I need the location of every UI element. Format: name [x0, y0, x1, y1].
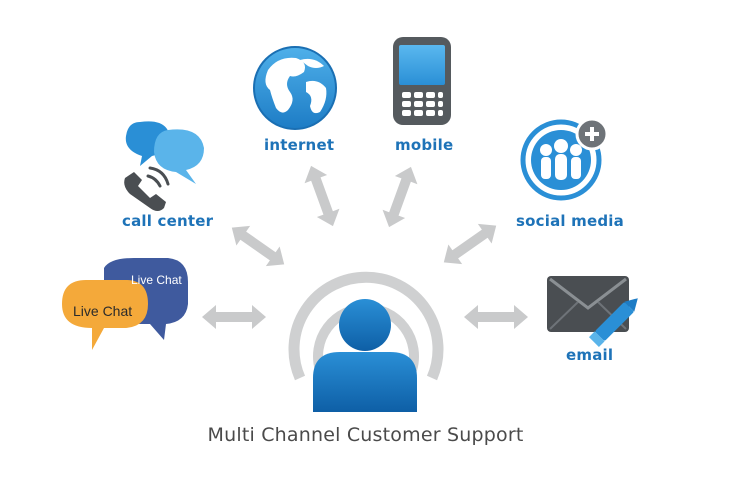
label-social-media: social media	[516, 212, 624, 230]
live-chat-icon	[62, 258, 188, 350]
diagram-caption: Multi Channel Customer Support	[207, 424, 524, 446]
social-media-icon	[520, 117, 609, 201]
live-chat-bubble-front	[62, 280, 148, 350]
globe-icon	[253, 46, 337, 130]
label-internet: internet	[264, 136, 335, 154]
call-center-icon	[124, 121, 204, 211]
arrow-call-center	[231, 225, 285, 267]
arrow-mobile	[382, 166, 418, 228]
arrow-live-chat	[202, 305, 266, 329]
arrow-internet	[304, 165, 340, 227]
support-agent-icon	[313, 299, 417, 412]
mobile-phone-icon	[393, 37, 451, 125]
label-mobile: mobile	[395, 136, 454, 154]
live-chat-back-text: Live Chat	[131, 273, 182, 287]
connector-arrows	[202, 165, 528, 329]
arrow-email	[464, 305, 528, 329]
email-icon	[547, 276, 638, 347]
live-chat-front-text: Live Chat	[73, 303, 133, 319]
arrow-social-media	[443, 223, 497, 265]
label-call-center: call center	[122, 212, 214, 230]
label-email: email	[566, 346, 614, 364]
